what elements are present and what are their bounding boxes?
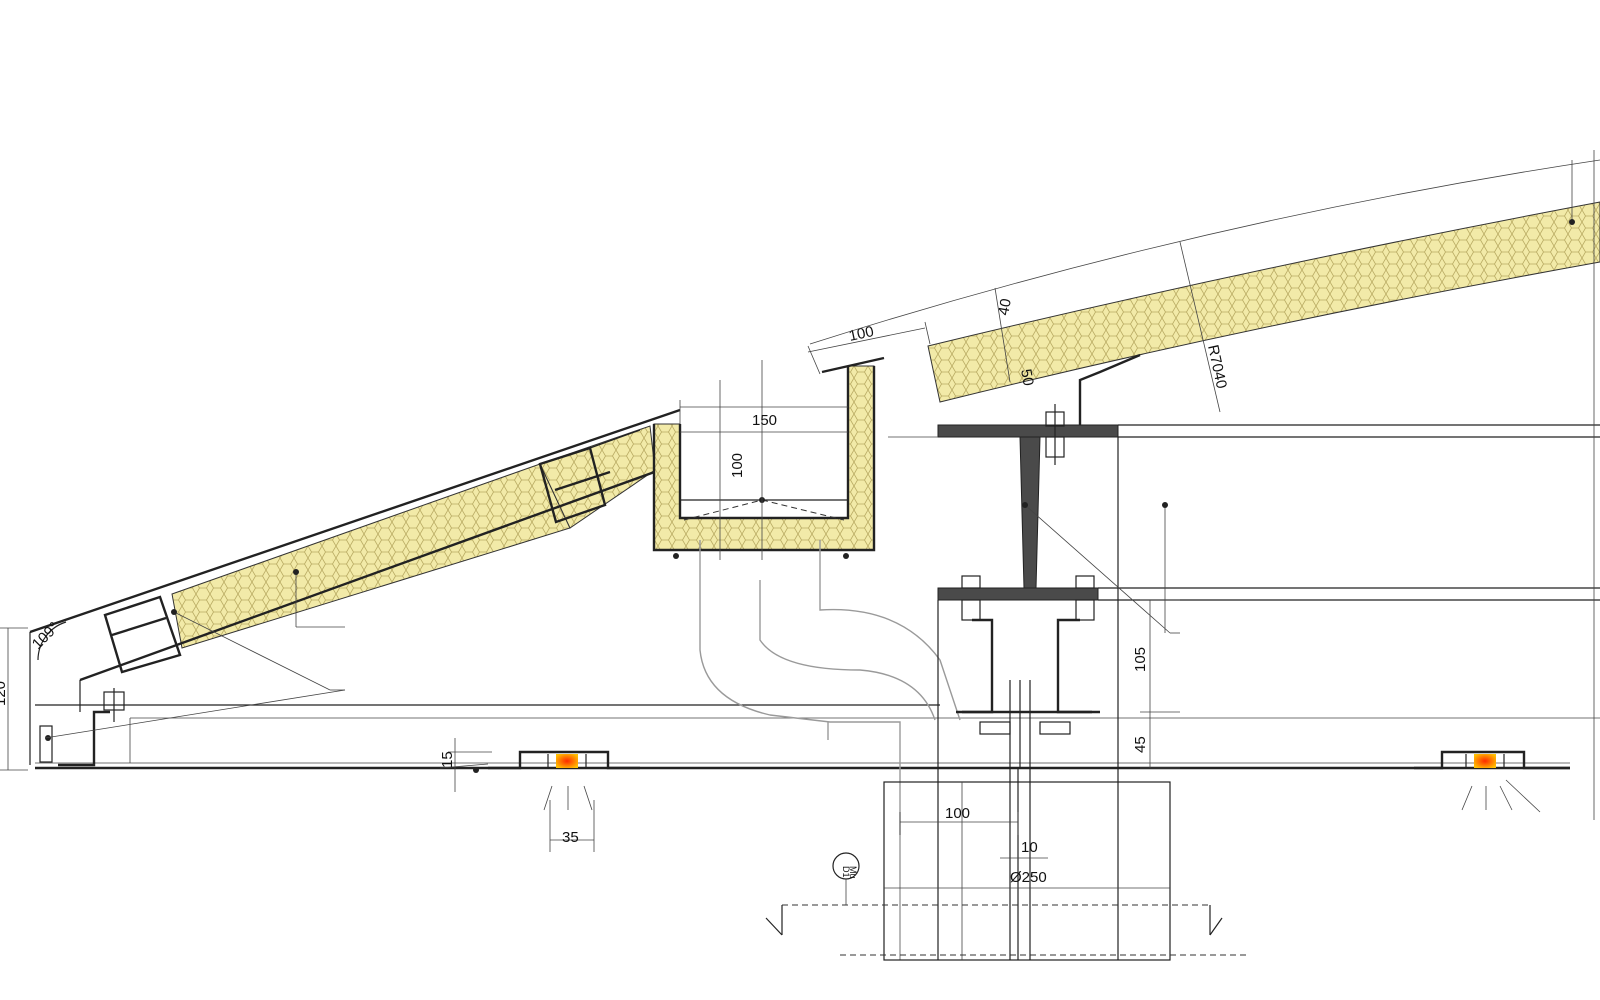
dim-10-label: 10 xyxy=(1021,839,1038,856)
drain-pipe xyxy=(699,540,961,960)
dim-250-label: Ø250 xyxy=(1010,869,1047,886)
column-footing: 100 10 Ø250 D1 Mu xyxy=(765,680,1250,961)
dim-50-label: 50 xyxy=(1017,368,1037,387)
light-fixture-left: 35 15 xyxy=(439,738,640,852)
dim-100-base-label: 100 xyxy=(945,805,970,822)
curved-roof-panel: 40 50 R7040 xyxy=(809,159,1600,425)
dim-15-label: 15 xyxy=(439,751,456,768)
dim-35-label: 35 xyxy=(562,829,579,846)
dim-150-label: 150 xyxy=(752,412,777,429)
steel-beam-assembly: 105 45 xyxy=(888,404,1600,960)
light-fixture-right xyxy=(1414,150,1595,820)
dim-105-label: 105 xyxy=(1132,647,1149,672)
radius-label: R7040 xyxy=(1204,343,1230,390)
dim-120-label: 120 xyxy=(0,681,9,706)
box-gutter: 150 100 100 xyxy=(652,321,931,560)
base-slab xyxy=(35,704,1600,770)
dim-100-gutter-label: 100 xyxy=(729,453,746,478)
tag-top-label: D1 xyxy=(841,866,851,878)
dim-100-roof-label: 100 xyxy=(847,323,875,345)
sloped-roof-panel: 109° 120 xyxy=(0,408,681,771)
dim-40-label: 40 xyxy=(995,297,1015,316)
tag-bottom-label: Mu xyxy=(848,866,858,879)
angle-109-label: 109° xyxy=(29,619,63,653)
dim-45-label: 45 xyxy=(1132,736,1149,753)
